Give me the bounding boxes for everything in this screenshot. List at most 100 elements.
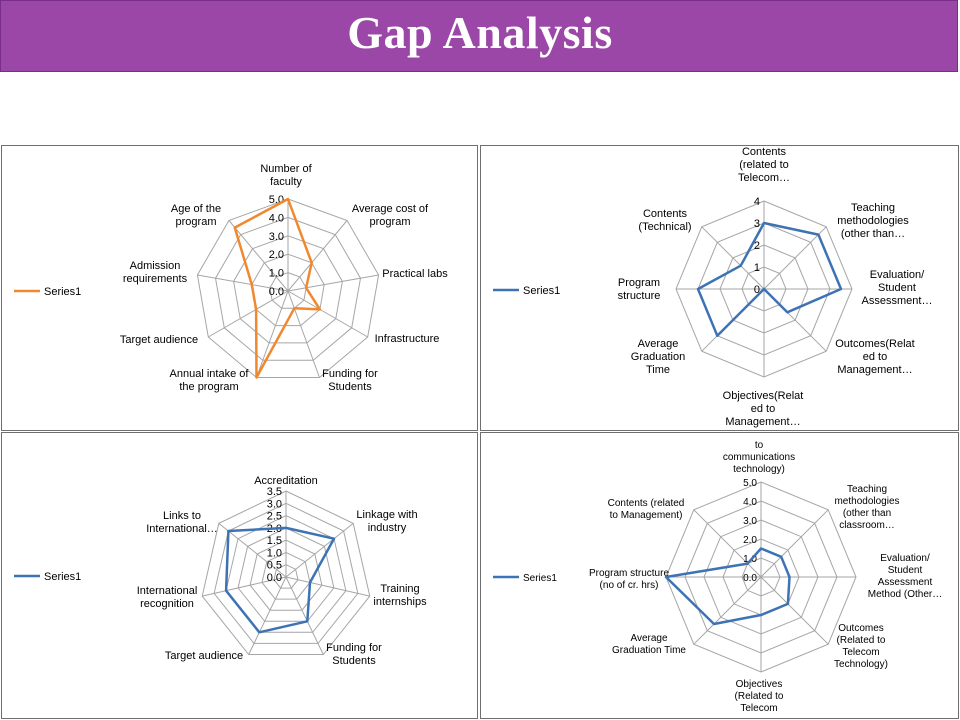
spoke-line: [693, 509, 762, 578]
grid-ring: [249, 539, 323, 611]
axis-label: Contents(Technical): [638, 208, 691, 233]
grid-ring: [233, 235, 343, 344]
series-line: [224, 526, 336, 634]
tick-label: 1.5: [267, 535, 282, 547]
legend-label: Series1: [523, 573, 557, 584]
tick-label: 3.5: [267, 486, 282, 498]
spoke-line: [285, 576, 324, 655]
grid-ring: [225, 515, 347, 633]
tick-label: 2: [754, 240, 760, 252]
spoke-line: [701, 226, 765, 290]
tick-label: 3.0: [269, 231, 284, 243]
tick-label: 0.0: [267, 572, 282, 584]
legend-label: Series1: [44, 286, 81, 298]
spoke-line: [202, 576, 287, 597]
tick-label: 1.0: [267, 547, 282, 559]
spoke-line: [693, 576, 762, 645]
axis-label: Infrastructure: [375, 333, 440, 345]
title-bar: [0, 0, 958, 72]
spoke-line: [763, 226, 827, 290]
spoke-line: [228, 220, 289, 292]
spoke-line: [208, 290, 289, 338]
tick-label: 0.0: [743, 573, 757, 584]
grid-ring: [269, 272, 307, 309]
spoke-line: [287, 290, 368, 338]
spoke-line: [287, 290, 320, 378]
grid-ring: [213, 502, 359, 644]
legend-label: Series1: [523, 285, 560, 297]
series-line: [664, 547, 791, 626]
grid-ring: [201, 490, 371, 655]
grid-ring: [261, 551, 311, 600]
legend-label: Series1: [44, 571, 81, 583]
tick-label: 3.0: [267, 498, 282, 510]
spoke-line: [248, 576, 287, 655]
grid-ring: [273, 564, 299, 589]
tick-label: 2.0: [269, 249, 284, 261]
spoke-line: [287, 274, 379, 292]
grid-ring: [196, 198, 380, 378]
spoke-line: [285, 576, 370, 597]
grid-ring: [214, 216, 362, 361]
series-line: [233, 197, 322, 379]
spoke-line: [287, 220, 348, 292]
tick-label: 2.0: [743, 535, 757, 546]
radar-chart-2: 0.00.51.01.52.02.53.03.5AccreditationLin…: [14, 475, 427, 667]
tick-label: 3: [754, 218, 760, 230]
axis-label: Practical labs: [382, 268, 448, 280]
spoke-line: [285, 523, 354, 578]
axis-label: Target audience: [120, 334, 198, 346]
tick-label: 4.0: [269, 212, 284, 224]
axis-label: Accreditation: [254, 475, 318, 487]
tick-label: 4.0: [743, 497, 757, 508]
tick-label: 3.0: [743, 516, 757, 527]
tick-label: 2.5: [267, 511, 282, 523]
page-title: Gap Analysis: [347, 7, 613, 58]
series-line: [696, 221, 843, 337]
axis-label: Program structure(no of cr. hrs): [589, 568, 669, 591]
axis-label: Target audience: [165, 650, 243, 662]
spoke-line: [218, 523, 287, 578]
spoke-line: [760, 576, 829, 645]
tick-label: 0.0: [269, 286, 284, 298]
tick-label: 1: [754, 262, 760, 274]
spoke-line: [197, 274, 289, 292]
tick-label: 5.0: [743, 478, 757, 489]
tick-label: 1.0: [269, 268, 284, 280]
grid-ring: [251, 253, 325, 327]
tick-label: 0: [754, 284, 760, 296]
spoke-line: [760, 509, 829, 578]
tick-label: 0.5: [267, 560, 282, 572]
